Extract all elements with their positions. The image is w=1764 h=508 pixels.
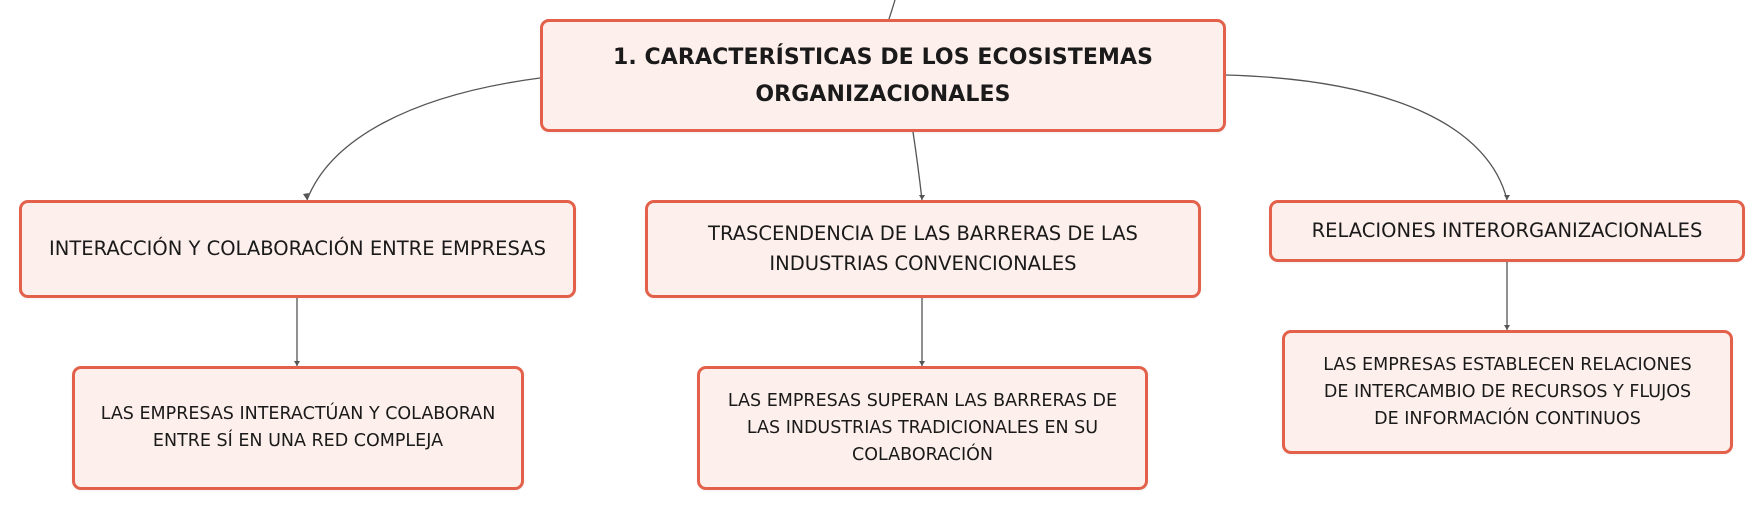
leaf-text-relaciones: LAS EMPRESAS ESTABLECEN RELACIONES DE IN… — [1323, 354, 1692, 429]
arrowhead-relaciones-leaf — [1504, 325, 1510, 330]
arrowhead-relaciones — [1504, 195, 1510, 200]
root-topic-node[interactable]: 1. CARACTERÍSTICAS DE LOS ECOSISTEMAS OR… — [540, 19, 1226, 132]
leaf-text-trascendencia: LAS EMPRESAS SUPERAN LAS BARRERAS DE LAS… — [727, 390, 1118, 465]
branch-node-interaccion[interactable]: INTERACCIÓN Y COLABORACIÓN ENTRE EMPRESA… — [19, 200, 576, 298]
connector-parent-to-root — [888, 0, 896, 20]
connector-root-to-interaccion — [306, 77, 541, 201]
branch-text-relaciones: RELACIONES INTERORGANIZACIONALES — [1311, 219, 1703, 242]
leaf-node-relaciones[interactable]: LAS EMPRESAS ESTABLECEN RELACIONES DE IN… — [1282, 330, 1733, 454]
root-topic-text: 1. CARACTERÍSTICAS DE LOS ECOSISTEMAS OR… — [612, 44, 1154, 107]
leaf-node-interaccion[interactable]: LAS EMPRESAS INTERACTÚAN Y COLABORAN ENT… — [72, 366, 524, 490]
leaf-node-trascendencia[interactable]: LAS EMPRESAS SUPERAN LAS BARRERAS DE LAS… — [697, 366, 1148, 490]
branch-node-trascendencia[interactable]: TRASCENDENCIA DE LAS BARRERAS DE LAS IND… — [645, 200, 1201, 298]
branch-node-relaciones[interactable]: RELACIONES INTERORGANIZACIONALES — [1269, 200, 1745, 262]
arrowhead-trascendencia-leaf — [919, 361, 925, 366]
arrowhead-interaccion-leaf — [294, 361, 300, 366]
arrowhead-trascendencia — [919, 195, 925, 200]
connector-root-to-relaciones — [1225, 74, 1508, 201]
connector-root-to-trascendencia — [912, 131, 923, 201]
branch-text-trascendencia: TRASCENDENCIA DE LAS BARRERAS DE LAS IND… — [708, 222, 1138, 275]
branch-text-interaccion: INTERACCIÓN Y COLABORACIÓN ENTRE EMPRESA… — [49, 237, 546, 260]
leaf-text-interaccion: LAS EMPRESAS INTERACTÚAN Y COLABORAN ENT… — [100, 404, 496, 451]
arrowhead-interaccion — [303, 193, 309, 200]
